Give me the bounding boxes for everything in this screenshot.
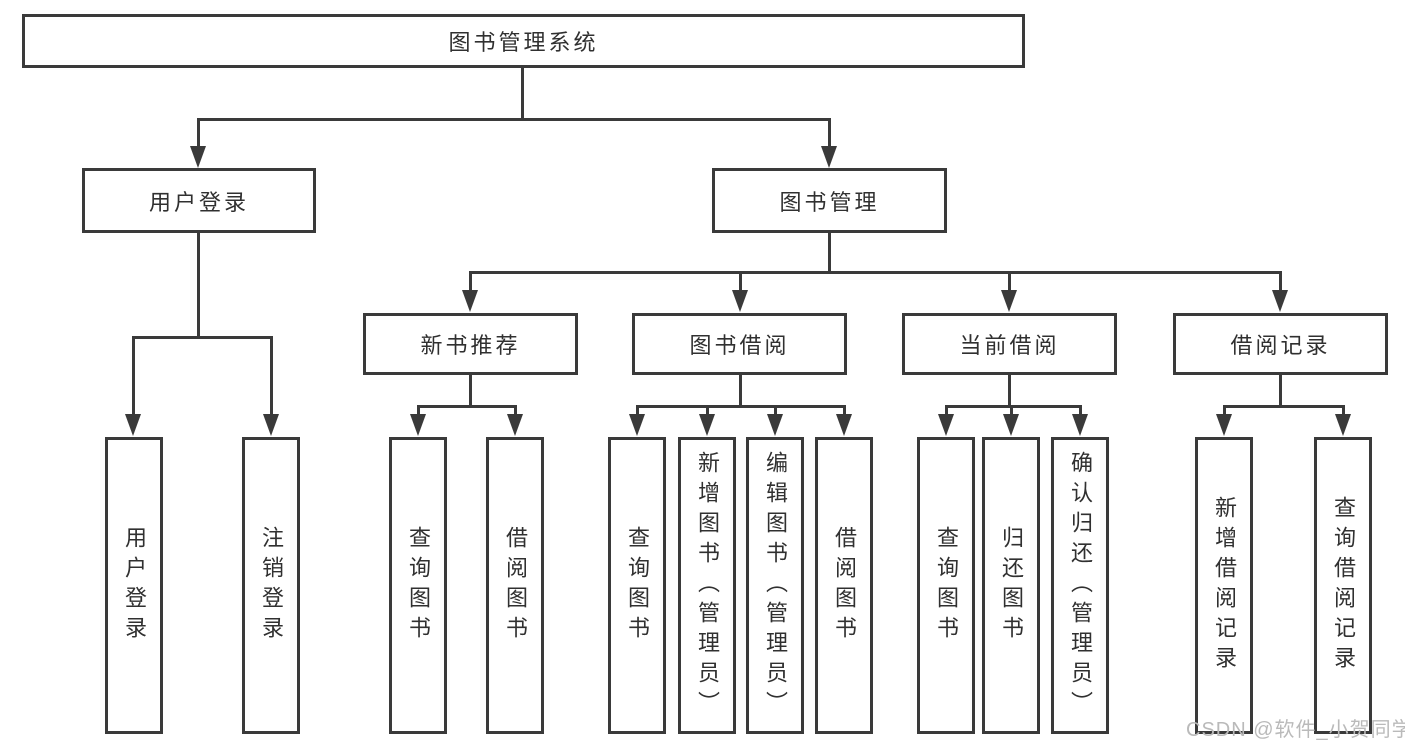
- connector-line: [843, 405, 846, 418]
- connector-line: [828, 233, 831, 274]
- leaf-user-login: 用户登录: [105, 437, 163, 734]
- leaf-current-return: 归还图书: [982, 437, 1040, 734]
- connector-line: [636, 405, 845, 408]
- arrow-down-icon: [699, 414, 715, 436]
- arrow-down-icon: [410, 414, 426, 436]
- connector-line: [132, 336, 273, 339]
- node-root-label: 图书管理系统: [448, 30, 599, 55]
- arrow-down-icon: [125, 414, 141, 436]
- connector-line: [469, 271, 1282, 274]
- leaf-borrowing-borrow-label: 借阅图书: [832, 525, 857, 646]
- node-borrow-records-label: 借阅记录: [1230, 333, 1331, 358]
- node-new-book-recommend-label: 新书推荐: [420, 333, 521, 358]
- leaf-borrowing-add-admin-label: 新增图书（管理员）: [695, 450, 720, 721]
- leaf-current-confirm-admin-label: 确认归还（管理员）: [1068, 450, 1093, 721]
- arrow-down-icon: [263, 414, 279, 436]
- connector-line: [828, 118, 831, 150]
- arrow-down-icon: [732, 290, 748, 312]
- leaf-current-query-label: 查询图书: [934, 525, 959, 646]
- leaf-logout: 注销登录: [242, 437, 300, 734]
- connector-line: [417, 405, 517, 408]
- connector-line: [1279, 375, 1282, 408]
- arrow-down-icon: [938, 414, 954, 436]
- leaf-borrowing-query: 查询图书: [608, 437, 666, 734]
- arrow-down-icon: [1001, 290, 1017, 312]
- node-book-management: 图书管理: [712, 168, 947, 233]
- connector-line: [1223, 405, 1344, 408]
- node-new-book-recommend: 新书推荐: [363, 313, 578, 375]
- connector-line: [1079, 405, 1082, 418]
- node-borrow-records: 借阅记录: [1173, 313, 1388, 375]
- connector-line: [636, 405, 639, 418]
- connector-line: [521, 68, 524, 121]
- leaf-records-add-label: 新增借阅记录: [1212, 495, 1237, 676]
- leaf-newbooks-query-label: 查询图书: [406, 525, 431, 646]
- leaf-logout-label: 注销登录: [259, 525, 284, 646]
- connector-line: [270, 336, 273, 418]
- leaf-borrowing-query-label: 查询图书: [625, 525, 650, 646]
- arrow-down-icon: [507, 414, 523, 436]
- connector-line: [197, 118, 831, 121]
- leaf-borrowing-edit-admin: 编辑图书（管理员）: [746, 437, 804, 734]
- leaf-records-query: 查询借阅记录: [1314, 437, 1372, 734]
- connector-line: [1008, 271, 1011, 295]
- arrow-down-icon: [767, 414, 783, 436]
- leaf-borrowing-borrow: 借阅图书: [815, 437, 873, 734]
- node-current-borrowing-label: 当前借阅: [959, 333, 1060, 358]
- connector-line: [1223, 405, 1226, 418]
- connector-line: [1010, 405, 1013, 418]
- node-book-borrowing: 图书借阅: [632, 313, 847, 375]
- node-user-login: 用户登录: [82, 168, 316, 233]
- leaf-borrowing-edit-admin-label: 编辑图书（管理员）: [763, 450, 788, 721]
- connector-line: [1008, 375, 1011, 408]
- arrow-down-icon: [1216, 414, 1232, 436]
- arrow-down-icon: [1003, 414, 1019, 436]
- connector-line: [706, 405, 709, 418]
- leaf-newbooks-borrow-label: 借阅图书: [503, 525, 528, 646]
- leaf-newbooks-borrow: 借阅图书: [486, 437, 544, 734]
- node-user-login-label: 用户登录: [148, 189, 249, 215]
- node-current-borrowing: 当前借阅: [902, 313, 1117, 375]
- arrow-down-icon: [629, 414, 645, 436]
- node-root-system: 图书管理系统: [22, 14, 1025, 68]
- leaf-user-login-label: 用户登录: [122, 525, 147, 646]
- csdn-watermark: CSDN @软件_小贺同学: [1186, 719, 1405, 741]
- arrow-down-icon: [1272, 290, 1288, 312]
- leaf-records-query-label: 查询借阅记录: [1331, 495, 1356, 676]
- connector-line: [514, 405, 517, 418]
- connector-line: [739, 271, 742, 295]
- connector-line: [132, 336, 135, 418]
- leaf-records-add: 新增借阅记录: [1195, 437, 1253, 734]
- arrow-down-icon: [190, 146, 206, 168]
- connector-line: [774, 405, 777, 418]
- node-book-management-label: 图书管理: [779, 189, 880, 215]
- leaf-current-confirm-admin: 确认归还（管理员）: [1051, 437, 1109, 734]
- arrow-down-icon: [1072, 414, 1088, 436]
- connector-line: [1279, 271, 1282, 295]
- connector-line: [469, 375, 472, 408]
- connector-line: [1342, 405, 1345, 418]
- arrow-down-icon: [836, 414, 852, 436]
- connector-line: [739, 375, 742, 408]
- connector-line: [417, 405, 420, 418]
- leaf-borrowing-add-admin: 新增图书（管理员）: [678, 437, 736, 734]
- connector-line: [945, 405, 948, 418]
- leaf-current-query: 查询图书: [917, 437, 975, 734]
- arrow-down-icon: [821, 146, 837, 168]
- connector-line: [469, 271, 472, 295]
- node-book-borrowing-label: 图书借阅: [689, 333, 790, 358]
- arrow-down-icon: [1335, 414, 1351, 436]
- arrow-down-icon: [462, 290, 478, 312]
- connector-line: [197, 233, 200, 339]
- connector-line: [945, 405, 1081, 408]
- leaf-newbooks-query: 查询图书: [389, 437, 447, 734]
- connector-line: [197, 118, 200, 150]
- leaf-current-return-label: 归还图书: [999, 525, 1024, 646]
